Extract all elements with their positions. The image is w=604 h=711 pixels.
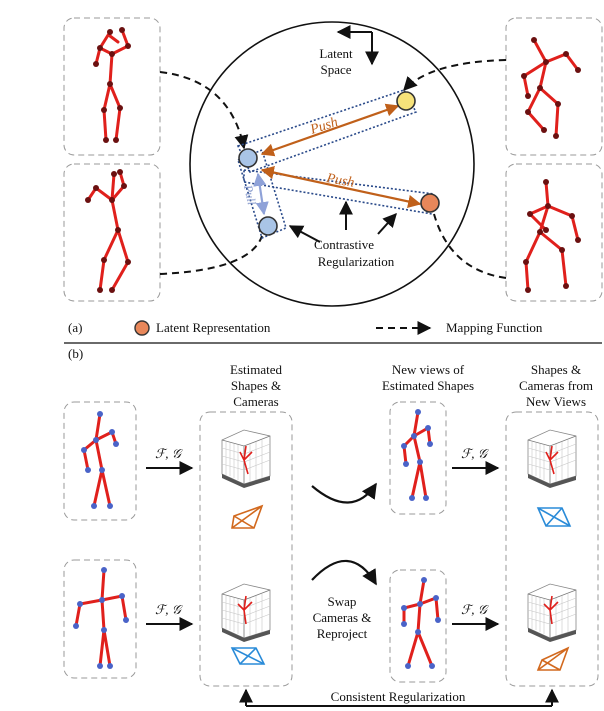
latent-point-orange (420, 193, 440, 213)
input-skeleton-top (81, 411, 119, 509)
mapping-symbol-top-left: ℱ, 𝒢 (155, 446, 184, 461)
from-new-views-label-line1: Shapes & (531, 362, 581, 377)
pose-box-right-bottom (505, 163, 603, 302)
push-label-upper: Push (308, 115, 340, 138)
mapping-line-right-bottom (433, 213, 507, 279)
estimated-grid-cube-top (221, 429, 271, 489)
result-grid-cube-bottom (527, 583, 577, 643)
latent-space-circle (189, 21, 475, 307)
result-camera-top (536, 507, 572, 527)
latent-point-yellow (396, 91, 416, 111)
new-view-skeleton-bottom (401, 577, 441, 669)
new-views-label-line2: Estimated Shapes (382, 378, 474, 393)
mapping-symbol-bottom-right: ℱ, 𝒢 (461, 602, 490, 617)
skeleton-left-bottom (85, 169, 131, 293)
mapping-symbol-bottom-left: ℱ, 𝒢 (155, 602, 184, 617)
panel-b-label: (b) (68, 346, 83, 361)
contrastive-label-line2: Regularization (318, 254, 395, 269)
swap-label-line2: Cameras & (313, 610, 372, 625)
contrastive-arrow-left (288, 225, 321, 243)
swap-arc-lower (311, 559, 377, 586)
push-arrow-upper (260, 103, 400, 157)
pose-box-left-top (63, 17, 161, 156)
input-box-bottom (63, 559, 137, 679)
pose-box-left-bottom (63, 163, 161, 302)
mapping-arrow-right-top (403, 59, 507, 92)
contrastive-arrow-right (377, 212, 397, 235)
estimated-camera-top (231, 504, 264, 529)
consistent-label-bg (300, 690, 496, 704)
skeleton-right-bottom (523, 179, 581, 293)
pose-box-right-top (505, 17, 603, 156)
new-views-label-line1: New views of (392, 362, 465, 377)
consistent-label: Consistent Regularization (331, 689, 466, 704)
input-skeleton-bottom (73, 567, 129, 669)
swap-arc-upper (311, 482, 377, 504)
latent-point-blue-1 (238, 148, 258, 168)
estimated-box (199, 411, 293, 687)
swap-label-line1: Swap (328, 594, 357, 609)
skeleton-right-top (521, 37, 581, 139)
push-arrow-lower (260, 166, 422, 208)
estimated-label-line1: Estimated (230, 362, 282, 377)
pull-arrow (253, 172, 269, 216)
legend-mapping-label: Mapping Function (446, 320, 543, 335)
mapping-symbol-top-right: ℱ, 𝒢 (461, 446, 490, 461)
contrastive-label-line1: Contrastive (314, 237, 374, 252)
skeleton-left-top (93, 27, 131, 143)
panel-a-label: (a) (68, 320, 82, 335)
pull-label: Pull (241, 183, 259, 207)
result-camera-bottom (536, 646, 570, 671)
latent-point-blue-2 (258, 216, 278, 236)
new-views-result-box (505, 411, 599, 687)
from-new-views-label-line3: New Views (526, 394, 586, 409)
mapping-line-left-bottom (159, 235, 263, 275)
legend-latent-marker (134, 320, 150, 336)
new-view-skeleton-top (401, 409, 433, 501)
mapping-arrow-left-top (159, 71, 249, 150)
estimated-camera-bottom (230, 647, 266, 665)
result-grid-cube-top (527, 429, 577, 489)
estimated-label-line2: Shapes & (231, 378, 281, 393)
legend-latent-label: Latent Representation (156, 320, 271, 335)
push-label-lower: Push (324, 171, 355, 191)
estimated-grid-cube-bottom (221, 583, 271, 643)
latent-space-label-line1: Latent (319, 46, 353, 61)
input-box-top (63, 401, 137, 521)
swap-label-line3: Reproject (317, 626, 368, 641)
latent-space-label-line2: Space (320, 62, 351, 77)
from-new-views-label-line2: Cameras from (519, 378, 593, 393)
estimated-label-line3: Cameras (233, 394, 278, 409)
